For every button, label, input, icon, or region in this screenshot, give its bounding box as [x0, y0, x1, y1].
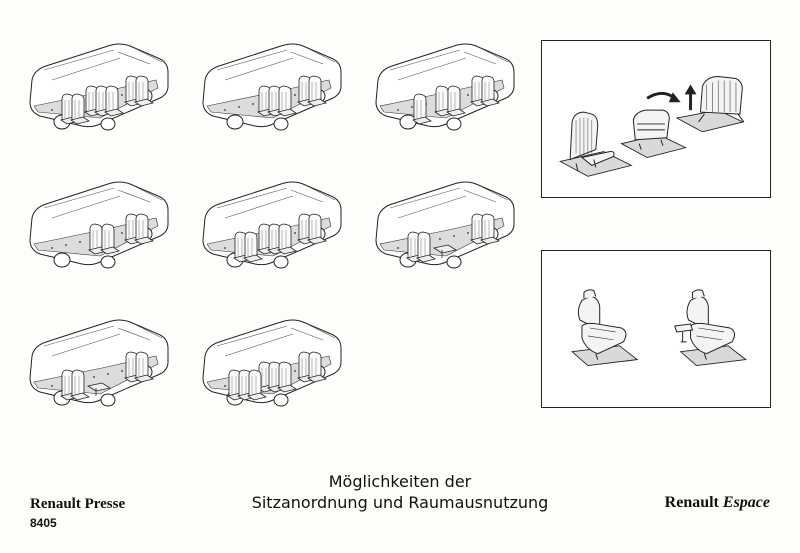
side-wheel [273, 117, 289, 131]
seat-row3-two-2 [243, 231, 263, 263]
side-wheel [100, 255, 116, 269]
seat-row2-two-2 [446, 85, 466, 117]
seat-row3-two-2 [70, 93, 90, 125]
table-icon [432, 244, 458, 258]
car-configuration-4 [22, 178, 172, 278]
car-interior-drawing [375, 181, 515, 269]
seat-row2-three-3 [277, 361, 297, 393]
car-interior-drawing [29, 181, 169, 269]
side-wheel [100, 393, 116, 407]
seat-row2-three-3 [277, 85, 297, 117]
seat-row2-three-2 [94, 85, 114, 117]
seat-row2-three-3 [104, 85, 124, 117]
seat-table-illustration [571, 289, 747, 366]
side-wheel [273, 255, 289, 269]
side-wheel [446, 255, 462, 269]
seat-front-pair-2 [134, 213, 154, 245]
car-configuration-6 [368, 178, 518, 278]
seat-row2-three-1 [257, 85, 277, 117]
side-wheel [273, 393, 289, 407]
table-icon [86, 382, 112, 396]
seat-front-pair-2 [307, 213, 327, 245]
seat-row3-one-1 [412, 93, 432, 125]
seat-front-pair-2 [480, 213, 500, 245]
car-interior-drawing [202, 43, 342, 131]
seat-row2-two-2 [100, 223, 120, 255]
car-configuration-3 [368, 40, 518, 140]
title-line-2: Sitzanordnung und Raumausnutzung [251, 493, 549, 512]
car-configuration-2 [195, 40, 345, 140]
seat-row3-two-2 [416, 231, 436, 263]
seat-front-pair-2 [134, 75, 154, 107]
car-configuration-7 [22, 316, 172, 416]
publisher-label: Renault Presse [30, 496, 126, 512]
seat-row2-three-3 [277, 223, 297, 255]
reference-number: 8405 [30, 516, 57, 530]
car-interior-drawing [375, 43, 515, 131]
seat-removal-detail-panel [541, 40, 771, 198]
brand-name: Renault [664, 494, 719, 511]
car-interior-drawing [29, 43, 169, 131]
model-name: Espace [722, 494, 770, 511]
car-configuration-1 [22, 40, 172, 140]
seat-row3-three-3 [247, 369, 267, 401]
seat-front-swivel-1 [124, 351, 144, 383]
rear-wheel [226, 114, 244, 130]
car-interior-drawing [202, 181, 342, 269]
seat-table-detail-panel [541, 250, 771, 408]
side-wheel [100, 117, 116, 131]
brand-logotype: Renault Espace [665, 494, 770, 512]
car-interior-drawing [202, 319, 342, 407]
rear-wheel [53, 252, 71, 268]
side-wheel [446, 117, 462, 131]
car-configuration-5 [195, 178, 345, 278]
car-configuration-8 [195, 316, 345, 416]
seat-front-pair-2 [307, 351, 327, 383]
title-line-1: Möglichkeiten der [328, 472, 472, 491]
seat-front-pair-2 [307, 75, 327, 107]
seat-row3-two-2 [70, 369, 90, 401]
seat-front-pair-2 [480, 75, 500, 107]
document-title: Möglichkeiten der Sitzanordnung und Raum… [200, 471, 600, 513]
seat-front-swivel-2 [134, 351, 154, 383]
seat-removal-illustration [558, 76, 745, 177]
car-interior-drawing [29, 319, 169, 407]
